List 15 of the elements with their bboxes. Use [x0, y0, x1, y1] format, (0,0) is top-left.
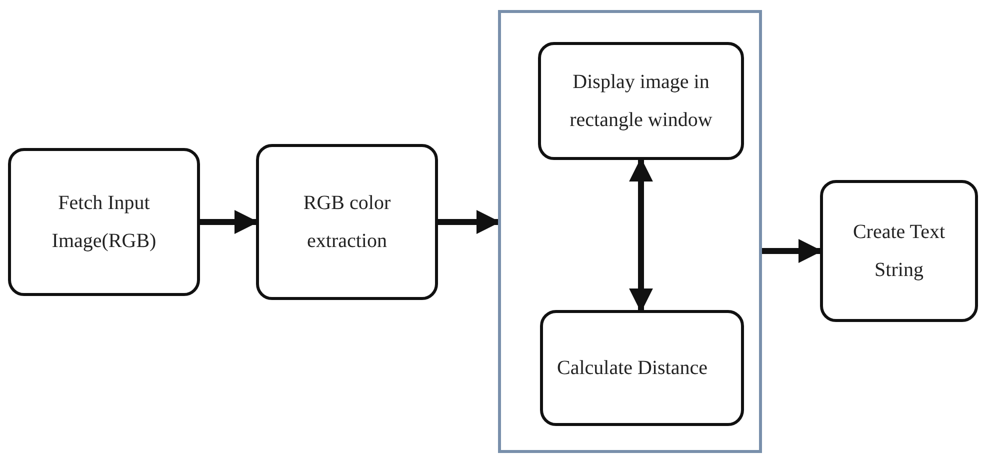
process-box	[256, 144, 438, 300]
arrow	[762, 239, 822, 263]
group-frame	[498, 10, 762, 453]
process-box	[540, 310, 744, 426]
arrow	[438, 210, 500, 234]
process-box	[8, 148, 200, 296]
step-text: Calculate Distance	[557, 356, 708, 381]
step-text: Create Text String	[852, 220, 946, 283]
arrow	[629, 158, 653, 312]
process-box	[820, 180, 978, 322]
step-text: Fetch Input Image(RGB)	[50, 191, 158, 254]
arrow	[200, 210, 258, 234]
process-box	[538, 42, 744, 160]
step-text: RGB color extraction	[302, 191, 392, 254]
step-text: Display image in rectangle window	[568, 70, 714, 133]
